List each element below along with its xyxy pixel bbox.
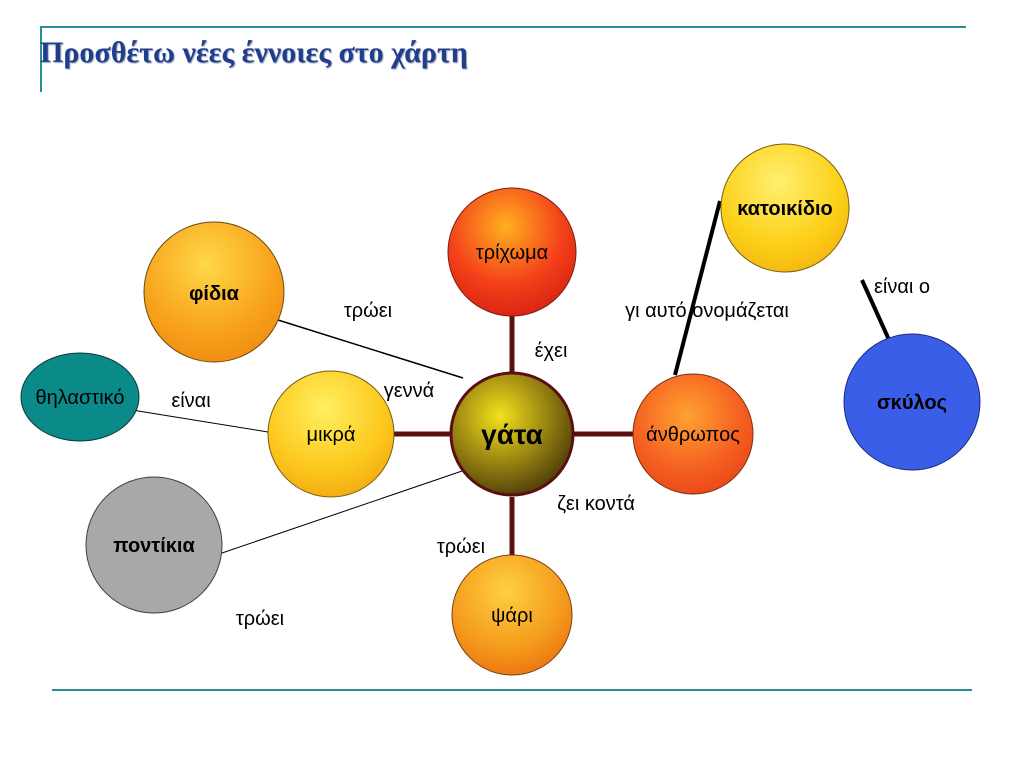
link-katoikidio-skylos <box>860 279 892 343</box>
node-katoikidio: κατοικίδιο <box>720 143 850 273</box>
relation-label: ζει κοντά <box>557 493 635 515</box>
node-skylos: σκύλος <box>843 333 981 471</box>
node-mikra-label: μικρά <box>307 424 356 446</box>
relation-label: γι αυτό ονομάζεται <box>625 300 789 322</box>
relation-label: είναι ο <box>874 276 930 298</box>
node-thilastiko-label: θηλαστικό <box>35 387 124 409</box>
node-mikra: μικρά <box>267 370 395 498</box>
relation-label: έχει <box>535 340 568 362</box>
slide-title: Προσθέτω νέες έννοιες στο χάρτη <box>40 36 468 69</box>
relation-label: είναι <box>171 390 210 412</box>
top-rule <box>40 26 966 28</box>
node-gata: γάτα <box>449 371 575 497</box>
link-fidia-gata <box>277 319 464 379</box>
relation-label: τρώει <box>344 300 392 322</box>
node-pontikia-label: ποντίκια <box>113 535 195 557</box>
relation-label: τρώει <box>236 608 284 630</box>
link-anthropos-katoikidio <box>673 200 722 376</box>
bottom-rule <box>52 689 972 691</box>
node-skylos-label: σκύλος <box>877 392 947 414</box>
node-gata-label: γάτα <box>481 419 543 450</box>
node-trichoma-label: τρίχωμα <box>476 242 548 264</box>
node-thilastiko: θηλαστικό <box>20 352 140 442</box>
node-anthropos-label: άνθρωπος <box>646 424 740 446</box>
node-fidia-label: φίδια <box>189 283 240 305</box>
node-trichoma: τρίχωμα <box>447 187 577 317</box>
relation-label: τρώει <box>437 536 485 558</box>
link-pontikia-gata <box>221 469 466 554</box>
node-psari: ψάρι <box>451 554 573 676</box>
node-katoikidio-label: κατοικίδιο <box>737 198 833 220</box>
link-thilastiko-mikra <box>131 409 269 433</box>
relation-label: γεννά <box>384 380 434 402</box>
node-anthropos: άνθρωπος <box>632 373 754 495</box>
node-fidia: φίδια <box>143 221 285 363</box>
title-side-rule <box>40 26 42 92</box>
node-pontikia: ποντίκια <box>85 476 223 614</box>
node-psari-label: ψάρι <box>491 605 533 627</box>
